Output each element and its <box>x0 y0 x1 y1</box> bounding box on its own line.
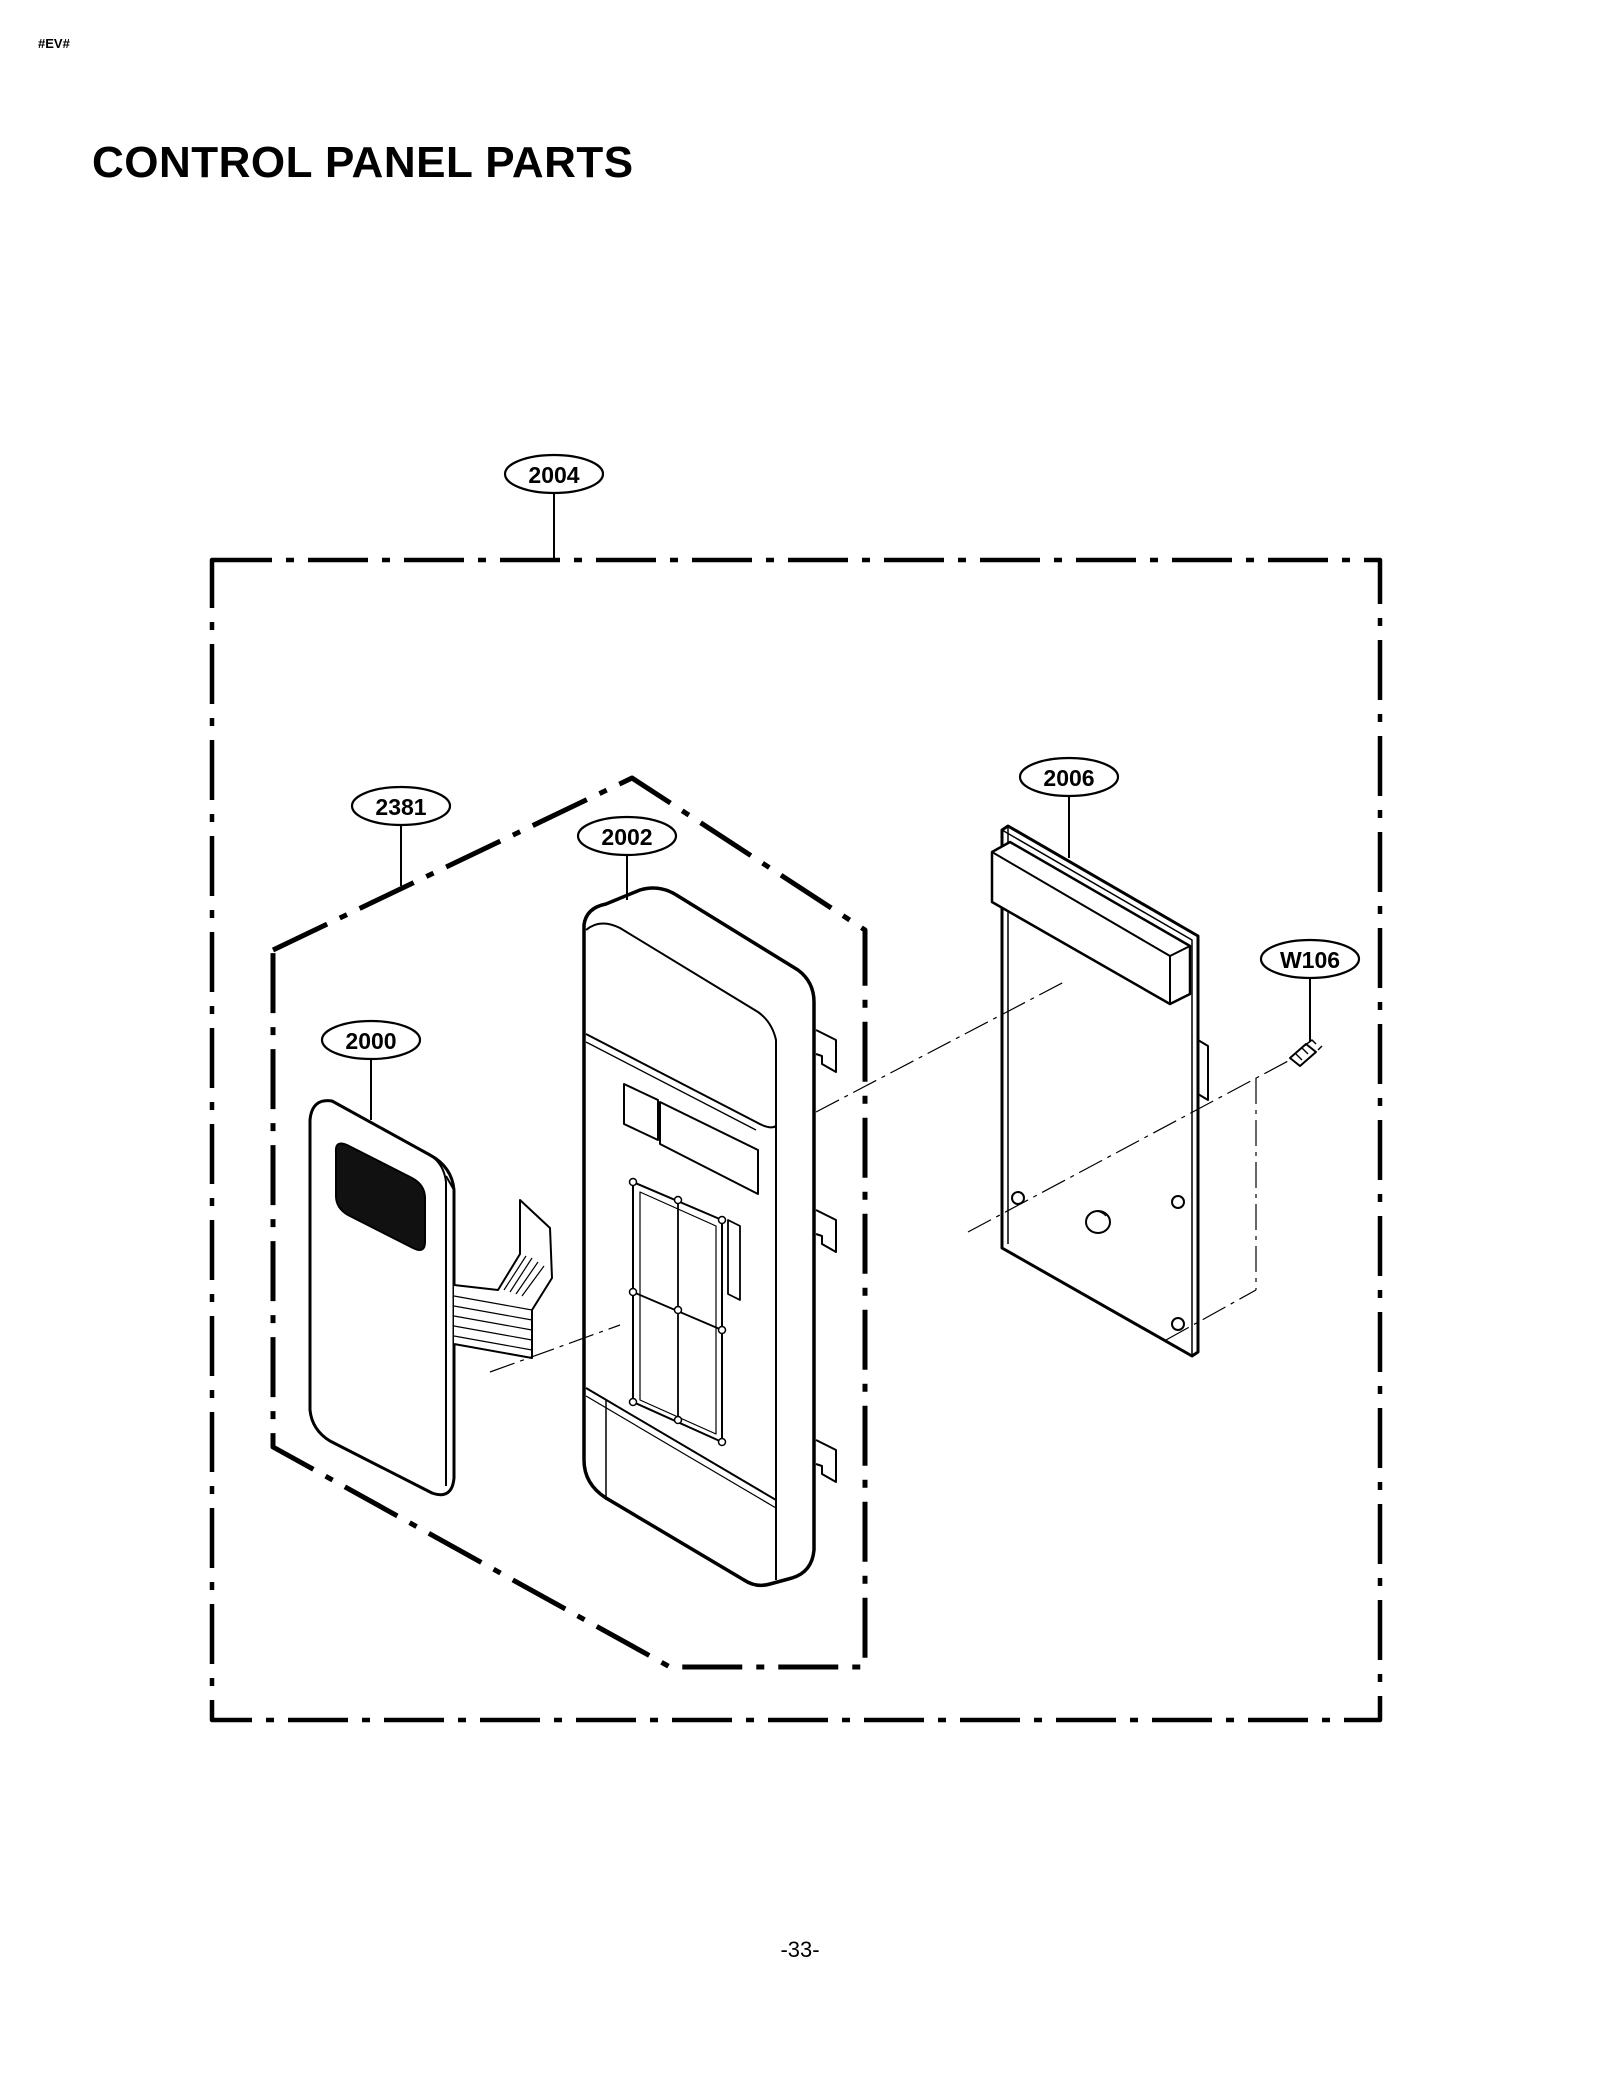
callout-w106 <box>1259 938 1361 980</box>
pcb-hole <box>1011 1191 1025 1205</box>
callout-label-2002: 2002 <box>601 824 652 850</box>
callout-2004 <box>503 453 605 495</box>
screw-w106 <box>1289 1039 1323 1067</box>
document-code: #EV# <box>38 36 70 51</box>
callout-label-2000: 2000 <box>345 1028 396 1054</box>
display-window <box>334 1142 426 1251</box>
assembly-boundary-2381 <box>270 775 868 1670</box>
callout-label-w106: W106 <box>1280 947 1340 973</box>
pcb-hole <box>1171 1195 1185 1209</box>
callout-2000 <box>320 1019 422 1061</box>
assembly-boundary-2004 <box>209 557 1383 1723</box>
touch-membrane-sheet <box>308 1099 553 1497</box>
pcb-connector <box>990 840 1192 1006</box>
pcb-hole <box>1171 1317 1185 1331</box>
ribbon-cable <box>453 1199 553 1359</box>
page-title: CONTROL PANEL PARTS <box>92 138 634 187</box>
pcb-main <box>990 824 1209 1358</box>
callout-2002 <box>576 815 678 857</box>
callout-2006 <box>1018 756 1120 798</box>
page-number: -33- <box>780 1937 820 1962</box>
callout-2381 <box>350 785 452 827</box>
frame-control-panel <box>582 886 837 1588</box>
callout-label-2006: 2006 <box>1043 765 1094 791</box>
callout-label-2381: 2381 <box>375 794 426 820</box>
pcb-buzzer <box>1085 1210 1111 1234</box>
callout-label-2004: 2004 <box>528 462 579 488</box>
